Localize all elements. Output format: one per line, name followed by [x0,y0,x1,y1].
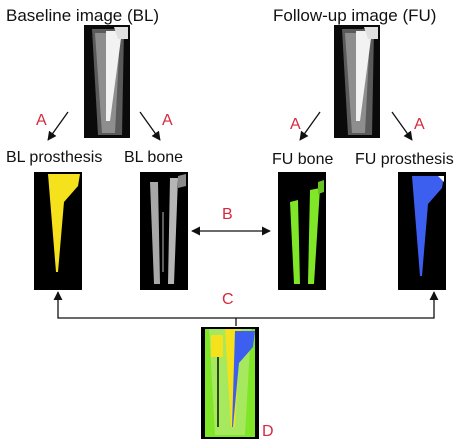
bl-bone-panel [140,172,188,290]
fu-bone-label: FU bone [272,151,334,168]
step-a-label-2: A [162,112,173,129]
step-b-label: B [222,206,233,223]
bl-prosthesis-label: BL prosthesis [6,149,103,166]
arrow-a-fu-to-prosthesis [391,111,413,141]
step-c-label: C [222,291,234,308]
followup-title: Follow-up image (FU) [273,6,437,25]
arrow-a-bl-to-bone [139,111,161,141]
step-a-label-1: A [36,112,47,129]
bl-prosthesis-panel [34,172,82,290]
step-d-label: D [262,423,274,440]
step-a-label-3: A [290,116,301,133]
fu-bone-panel [278,172,326,290]
arrow-c-prosthesis-connection [53,291,439,319]
fu-prosthesis-label: FU prosthesis [355,151,454,168]
baseline-title: Baseline image (BL) [6,6,160,25]
followup-ct-image [334,25,380,138]
step-a-label-4: A [414,116,425,133]
fu-prosthesis-panel [398,172,446,290]
arrow-a-bl-to-prosthesis [47,111,69,141]
bl-bone-label: BL bone [124,149,184,166]
combined-overlay-panel [201,327,259,439]
baseline-ct-image [84,25,130,138]
arrow-a-fu-to-bone [299,111,321,141]
